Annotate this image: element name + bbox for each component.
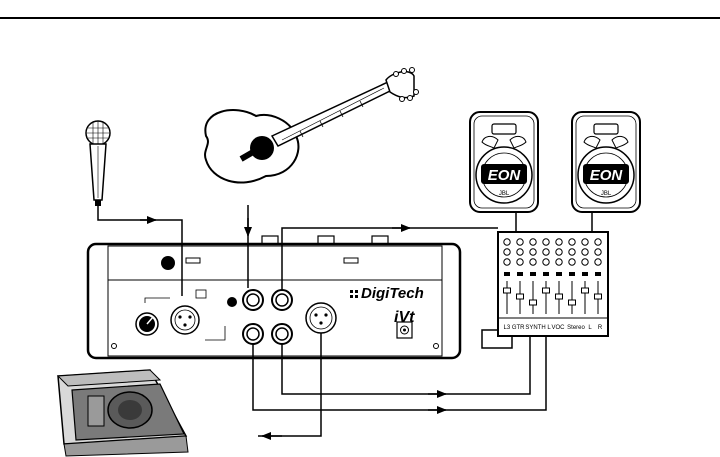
- gain-knob[interactable]: [136, 313, 158, 335]
- mixer-knob[interactable]: [569, 239, 575, 245]
- acoustic-guitar-icon: [205, 68, 418, 183]
- mixer-knob[interactable]: [582, 259, 588, 265]
- xlr-output-jack[interactable]: [306, 303, 336, 333]
- mixer-fader[interactable]: [569, 300, 576, 305]
- right-output-jack[interactable]: [272, 324, 292, 344]
- mixer-knob[interactable]: [595, 259, 601, 265]
- mixer-label: SYNTH L: [525, 325, 551, 331]
- mixer-knob[interactable]: [595, 249, 601, 255]
- guitar-input-jack[interactable]: [243, 290, 263, 310]
- mixer-fader[interactable]: [530, 300, 537, 305]
- mixer-button[interactable]: [556, 272, 562, 276]
- mixer-knob[interactable]: [530, 249, 536, 255]
- mixer-label: VOC: [551, 325, 565, 331]
- speaker-logo: EON: [590, 167, 624, 184]
- power-jack[interactable]: [397, 322, 412, 338]
- mixer-knob[interactable]: [504, 259, 510, 265]
- mixer-knob[interactable]: [530, 259, 536, 265]
- mixer-knob[interactable]: [569, 259, 575, 265]
- mixer-fader[interactable]: [595, 294, 602, 299]
- mixer-label: Stereo: [567, 325, 585, 331]
- mixer-knob[interactable]: [530, 239, 536, 245]
- mixer-button[interactable]: [595, 272, 601, 276]
- mixer-knob[interactable]: [543, 249, 549, 255]
- mixer-knob[interactable]: [543, 259, 549, 265]
- mixer-knob[interactable]: [569, 249, 575, 255]
- mixer-channel-labels: L3 GTR SYNTH L VOC Stereo L R: [503, 325, 602, 331]
- mixer-knob[interactable]: [543, 239, 549, 245]
- loudspeaker-icon: EON JBL: [470, 112, 538, 212]
- mixer-icon: L3 GTR SYNTH L VOC Stereo L R: [498, 232, 608, 336]
- mixer-knob[interactable]: [595, 239, 601, 245]
- mixer-knob[interactable]: [582, 249, 588, 255]
- floor-monitor-icon: [58, 370, 188, 456]
- mixer-knob[interactable]: [517, 249, 523, 255]
- speaker-badge: JBL: [499, 191, 510, 197]
- mixer-fader[interactable]: [504, 288, 511, 293]
- mixer-fader[interactable]: [543, 288, 550, 293]
- speaker-logo: EON: [488, 167, 522, 184]
- mixer-button[interactable]: [504, 272, 510, 276]
- mic-input-jack[interactable]: [171, 306, 199, 334]
- mixer-fader[interactable]: [517, 294, 524, 299]
- mixer-knob[interactable]: [556, 259, 562, 265]
- brand-name: DigiTech: [361, 285, 424, 302]
- mixer-knob[interactable]: [504, 239, 510, 245]
- left-output-jack[interactable]: [243, 324, 263, 344]
- speaker-badge: JBL: [601, 191, 612, 197]
- mixer-button[interactable]: [543, 272, 549, 276]
- mixer-knob[interactable]: [504, 249, 510, 255]
- mixer-button[interactable]: [530, 272, 536, 276]
- mixer-knob[interactable]: [582, 239, 588, 245]
- effects-unit: DigiTech iVt: [88, 236, 460, 358]
- mixer-knob[interactable]: [556, 239, 562, 245]
- thru-output-jack[interactable]: [272, 290, 292, 310]
- mixer-label: L3 GTR: [503, 325, 525, 331]
- loudspeaker-icon: EON JBL: [572, 112, 640, 212]
- microphone-icon: [86, 121, 110, 206]
- mixer-fader[interactable]: [582, 288, 589, 293]
- mixer-label: R: [598, 325, 603, 331]
- mixer-knob[interactable]: [517, 239, 523, 245]
- mixer-knob[interactable]: [556, 249, 562, 255]
- mixer-fader[interactable]: [556, 294, 563, 299]
- mixer-button[interactable]: [582, 272, 588, 276]
- mixer-knob[interactable]: [517, 259, 523, 265]
- mixer-button[interactable]: [569, 272, 575, 276]
- mixer-button[interactable]: [517, 272, 523, 276]
